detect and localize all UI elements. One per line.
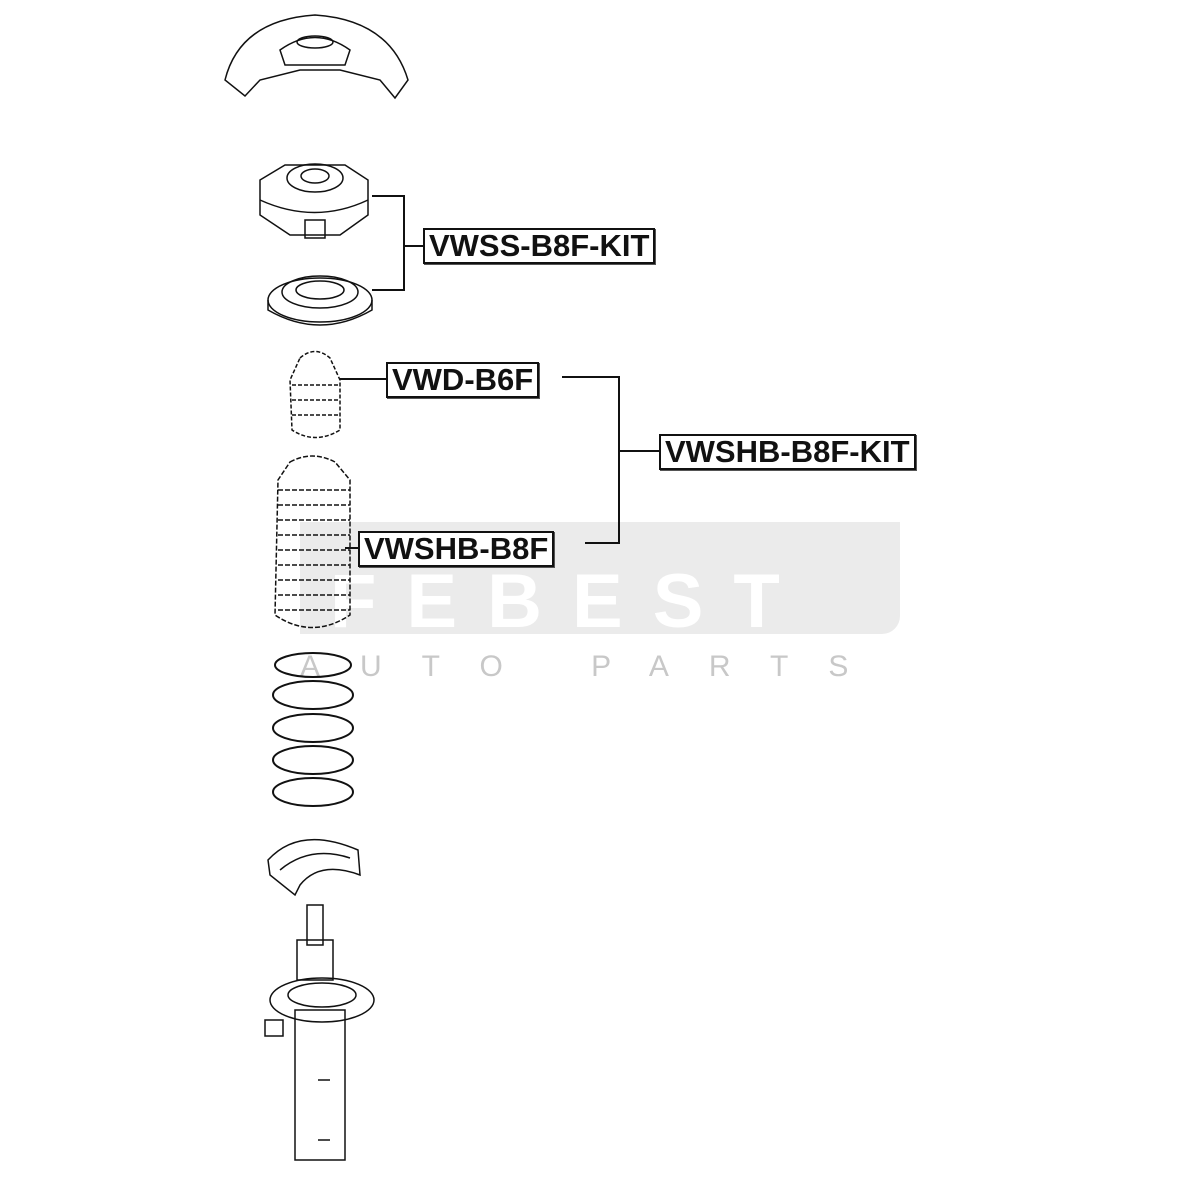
part-label-vwshb-b8f-kit[interactable]: VWSHB-B8F-KIT <box>659 434 916 470</box>
coil-spring-part <box>272 652 354 807</box>
part-label-vwss-b8f-kit[interactable]: VWSS-B8F-KIT <box>423 228 656 264</box>
leader-lines <box>340 195 659 549</box>
bump-stop-part <box>289 350 341 439</box>
watermark-tagline: AUTO PARTS <box>300 650 889 683</box>
strut-bearing-part <box>267 275 373 326</box>
dust-shield-part <box>224 14 409 100</box>
strut-top-mount-part <box>259 163 369 239</box>
spring-seat-part <box>267 838 361 897</box>
part-label-vwshb-b8f[interactable]: VWSHB-B8F <box>358 531 555 567</box>
protective-boot-part <box>274 455 351 629</box>
shock-absorber-part <box>264 904 375 1161</box>
part-label-vwd-b6f[interactable]: VWD-B6F <box>386 362 540 398</box>
watermark-brand: FEBEST <box>330 559 810 644</box>
